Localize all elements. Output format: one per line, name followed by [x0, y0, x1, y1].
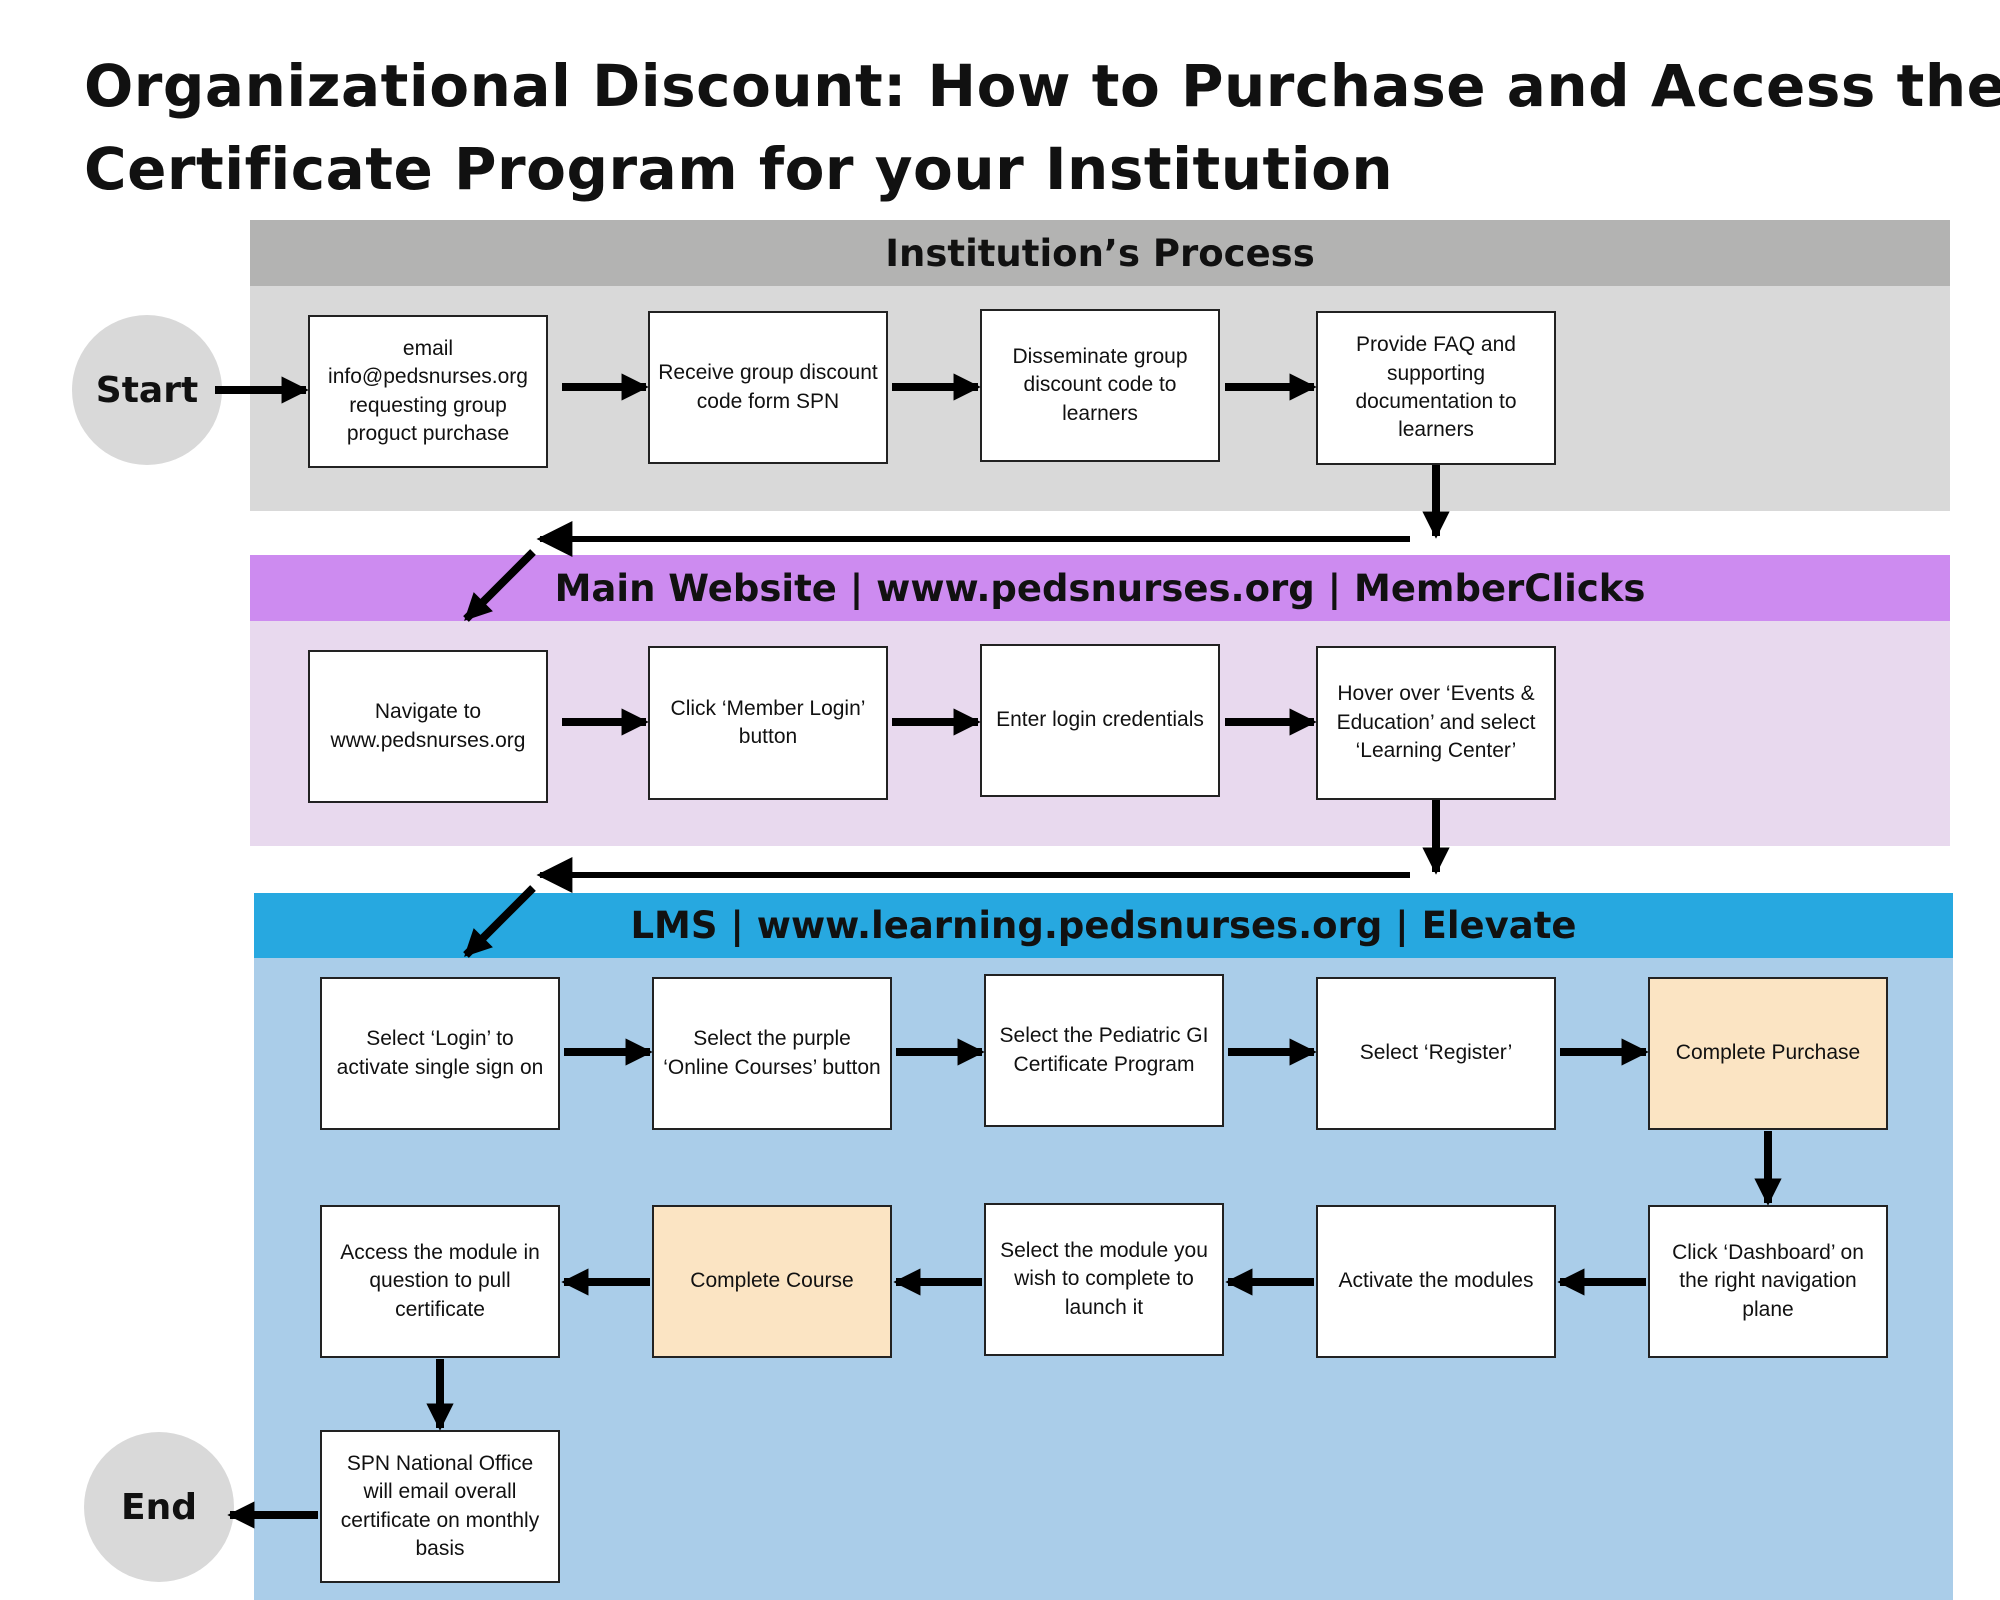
step-select-login: Select ‘Login’ to activate single sign o…	[320, 977, 560, 1130]
lms-section-header: LMS | www.learning.pedsnurses.org | Elev…	[254, 893, 1953, 958]
step-select-module: Select the module you wish to complete t…	[984, 1203, 1224, 1356]
step-complete-purchase: Complete Purchase	[1648, 977, 1888, 1130]
website-section-header: Main Website | www.pedsnurses.org | Memb…	[250, 555, 1950, 621]
arrow-diagonal-to-website	[463, 549, 536, 622]
step-spn-email: SPN National Office will email overall c…	[320, 1430, 560, 1583]
step-receive-code: Receive group discount code form SPN	[648, 311, 888, 464]
step-disseminate-code: Disseminate group discount code to learn…	[980, 309, 1220, 462]
step-provide-faq: Provide FAQ and supporting documentation…	[1316, 311, 1556, 465]
step-online-courses: Select the purple ‘Online Courses’ butto…	[652, 977, 892, 1130]
step-select-program: Select the Pediatric GI Certificate Prog…	[984, 974, 1224, 1127]
page-title-line-2: Certificate Program for your Institution	[84, 135, 1394, 203]
step-member-login: Click ‘Member Login’ button	[648, 646, 888, 800]
end-terminal: End	[84, 1432, 234, 1582]
step-hover-events: Hover over ‘Events & Education’ and sele…	[1316, 646, 1556, 800]
page-title-line-1: Organizational Discount: How to Purchase…	[84, 52, 2000, 120]
step-activate-modules: Activate the modules	[1316, 1205, 1556, 1358]
step-select-register: Select ‘Register’	[1316, 977, 1556, 1130]
step-email-request: email info@pedsnurses.org requesting gro…	[308, 315, 548, 468]
start-terminal: Start	[72, 315, 222, 465]
step-access-module: Access the module in question to pull ce…	[320, 1205, 560, 1358]
institution-section-header: Institution’s Process	[250, 220, 1950, 286]
step-click-dashboard: Click ‘Dashboard’ on the right navigatio…	[1648, 1205, 1888, 1358]
arrow-diagonal-to-lms	[463, 885, 536, 958]
step-enter-credentials: Enter login credentials	[980, 644, 1220, 797]
step-complete-course: Complete Course	[652, 1205, 892, 1358]
step-navigate-site: Navigate to www.pedsnurses.org	[308, 650, 548, 803]
